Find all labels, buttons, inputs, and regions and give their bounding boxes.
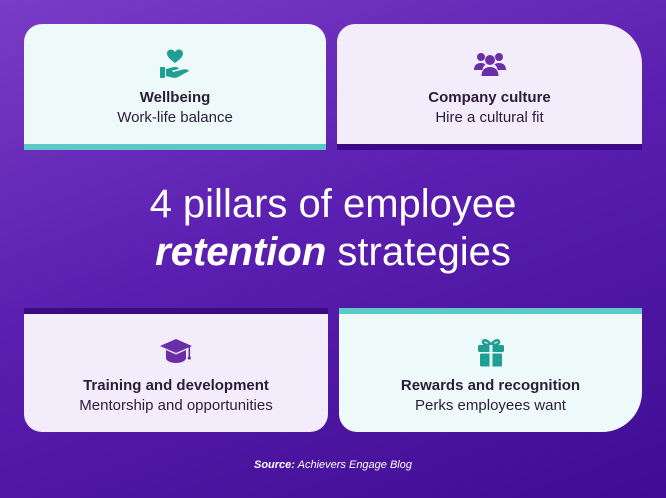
people-group-icon [473, 53, 506, 76]
source-credit: Source: Achievers Engage Blog [0, 459, 666, 471]
graduation-cap-icon [160, 339, 192, 363]
card-title: Wellbeing [139, 89, 211, 106]
source-label: Source: [254, 459, 295, 471]
card-subtitle: Mentorship and opportunities [79, 397, 273, 414]
headline-line-1: 4 pillars of employee [149, 182, 517, 226]
card-title: Rewards and recognition [400, 377, 581, 394]
headline-emphasis: retention [155, 230, 327, 274]
card-title: Company culture [428, 89, 551, 106]
gift-icon [477, 339, 504, 367]
headline-line-2: retention strategies [0, 228, 666, 276]
card-training-development: Training and development Mentorship and … [24, 308, 328, 432]
headline-line-2-rest: strategies [337, 230, 511, 274]
card-company-culture: Company culture Hire a cultural fit [337, 24, 642, 150]
source-text: Achievers Engage Blog [297, 459, 412, 471]
card-title: Training and development [83, 377, 269, 394]
page-title: 4 pillars of employee retention strategi… [0, 180, 666, 276]
card-subtitle: Perks employees want [415, 397, 566, 414]
card-wellbeing: Wellbeing Work-life balance [24, 24, 326, 150]
card-rewards-recognition: Rewards and recognition Perks employees … [339, 308, 642, 432]
card-subtitle: Work-life balance [117, 109, 233, 126]
card-subtitle: Hire a cultural fit [435, 109, 544, 126]
heart-hand-icon [160, 49, 189, 78]
